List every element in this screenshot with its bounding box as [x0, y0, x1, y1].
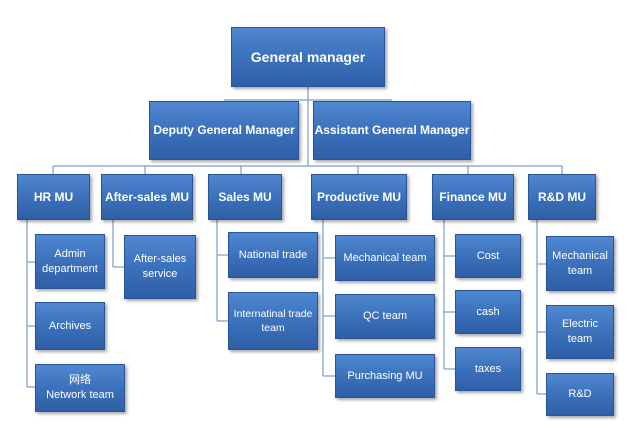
finance-mu-label: Finance MU — [439, 189, 507, 204]
electric-line1: Electric — [561, 318, 599, 331]
rnd-box: R&D — [546, 373, 614, 416]
productive-mu-box: Productive MU — [311, 174, 407, 220]
purchasing-mu-label: Purchasing MU — [347, 369, 423, 382]
rnd-mu-box: R&D MU — [528, 174, 596, 220]
purchasing-mu-box: Purchasing MU — [335, 354, 435, 398]
intl-trade-line2: team — [261, 322, 285, 334]
mechanical-team-box: Mechanical team — [335, 235, 435, 281]
general-manager-box: General manager — [231, 27, 385, 87]
archives-label: Archives — [48, 319, 92, 332]
general-manager-label: General manager — [250, 48, 366, 65]
cost-label: Cost — [476, 249, 500, 262]
productive-mu-label: Productive MU — [316, 189, 401, 204]
assistant-gm-label: Assistant General Manager — [314, 123, 470, 138]
rnd-mu-label: R&D MU — [538, 189, 586, 204]
hr-mu-box: HR MU — [17, 174, 90, 220]
network-team-box: 网络 Network team — [35, 364, 125, 412]
finance-mu-box: Finance MU — [432, 174, 514, 220]
after-sales-mu-box: After-sales MU — [101, 174, 193, 220]
sales-mu-label: Sales MU — [218, 189, 272, 204]
mechanical-team-label: Mechanical team — [343, 251, 427, 264]
taxes-label: taxes — [474, 362, 502, 375]
qc-team-label: QC team — [362, 310, 407, 323]
electric-line2: team — [567, 333, 593, 345]
deputy-gm-box: Deputy General Manager — [149, 101, 299, 160]
admin-line2: department — [42, 262, 98, 275]
qc-team-box: QC team — [335, 294, 435, 339]
after-sales-service-box: After-sales service — [124, 235, 196, 299]
assistant-gm-box: Assistant General Manager — [313, 101, 471, 160]
cash-box: cash — [455, 290, 521, 334]
national-trade-box: National trade — [228, 232, 318, 278]
national-trade-label: National trade — [238, 248, 308, 261]
archives-box: Archives — [35, 302, 105, 350]
cost-box: Cost — [455, 234, 521, 278]
after-sales-mu-label: After-sales MU — [104, 189, 190, 204]
admin-department-box: Admin department — [35, 234, 105, 289]
rnd-mech-line2: team — [567, 264, 593, 277]
admin-line1: Admin — [54, 247, 86, 260]
after-sales-service-line2: service — [142, 268, 178, 280]
international-trade-box: Internatinal trade team — [228, 292, 318, 350]
network-line2: Network team — [46, 389, 114, 401]
taxes-box: taxes — [455, 347, 521, 391]
electric-team-box: Electric team — [546, 305, 614, 359]
rnd-mechanical-team-box: Mechanical team — [546, 236, 614, 291]
after-sales-service-line1: After-sales — [133, 253, 187, 266]
deputy-gm-label: Deputy General Manager — [153, 123, 295, 138]
cash-label: cash — [476, 305, 500, 318]
sales-mu-box: Sales MU — [208, 174, 282, 220]
network-line1: 网络 — [69, 374, 91, 387]
intl-trade-line1: Internatinal trade — [233, 307, 313, 320]
hr-mu-label: HR MU — [33, 189, 74, 204]
rnd-mech-line1: Mechanical — [552, 249, 608, 262]
rnd-label: R&D — [568, 388, 592, 401]
